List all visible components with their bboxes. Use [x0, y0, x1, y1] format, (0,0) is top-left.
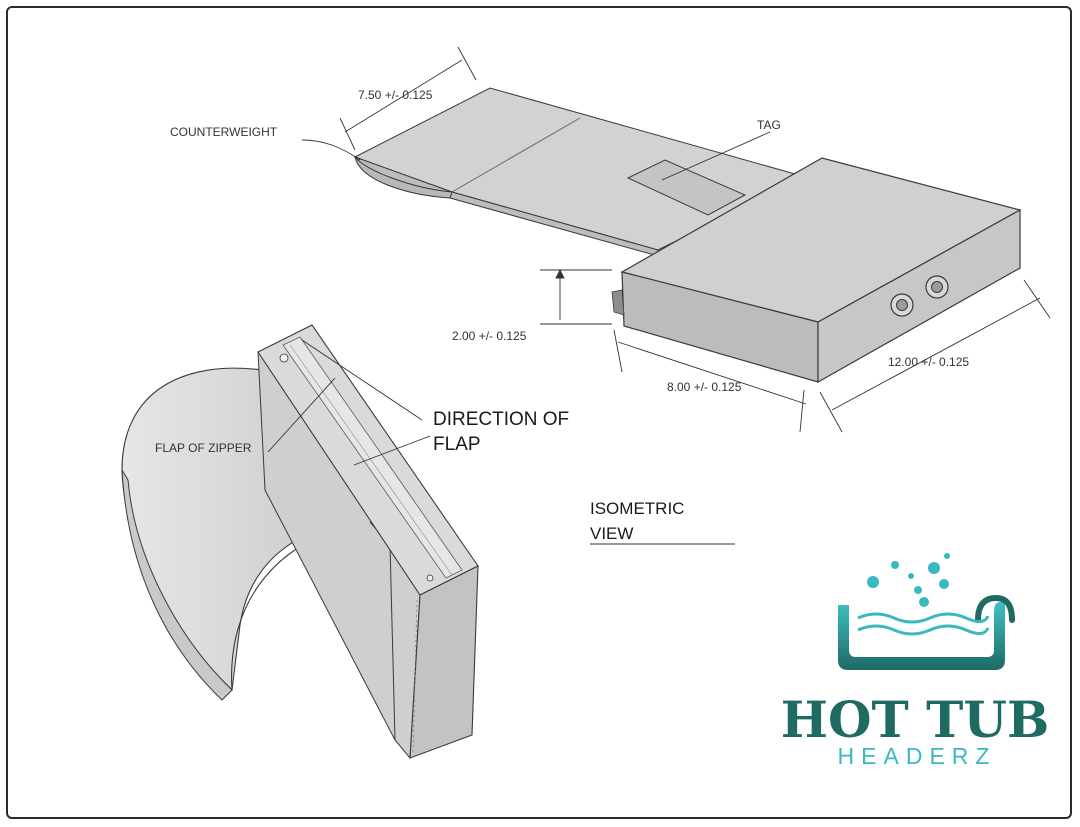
box-right-face [817, 208, 1021, 384]
box-underside-tab [611, 289, 625, 316]
width-dimension: 7.50 +/- 0.125 [358, 88, 433, 102]
tube-lower-body [121, 469, 233, 701]
depth-dimension: 8.00 +/- 0.125 [667, 380, 742, 394]
direction-leader-1 [301, 339, 423, 421]
flap-assembly [353, 87, 1022, 384]
tub-icon [838, 602, 1005, 670]
zipper-leader [267, 377, 336, 453]
flap-of-zipper-label: FLAP OF ZIPPER [155, 441, 252, 455]
direction-label-line1: DIRECTION OF [433, 409, 569, 430]
logo-sub-text: HEADERZ [838, 743, 997, 769]
direction-label-line2: FLAP [433, 434, 481, 455]
faucet-icon [975, 594, 1015, 623]
drawing-frame [6, 6, 1072, 819]
bubble-icon [867, 553, 950, 607]
water-wave-icon [857, 612, 990, 624]
hot-tub-headerz-logo: HOT TUB HEADERZ [781, 553, 1049, 769]
length-dimension: 12.00 +/- 0.125 [888, 355, 969, 369]
fitting-1 [890, 293, 914, 317]
height-dimension: 2.00 +/- 0.125 [452, 329, 527, 343]
water-wave-icon-2 [857, 624, 990, 636]
zipper-part [121, 324, 735, 760]
counterweight-edge [354, 156, 453, 199]
isometric-label-line1: ISOMETRIC [590, 499, 684, 518]
fitting-2 [925, 275, 949, 299]
dimension-lines [301, 46, 1051, 433]
flap-fold-line [451, 117, 581, 193]
tag-label: TAG [757, 118, 781, 132]
isometric-label-line2: VIEW [590, 524, 633, 543]
counterweight-label: COUNTERWEIGHT [170, 125, 278, 139]
logo-main-text: HOT TUB [781, 690, 1049, 749]
block-end-face [409, 565, 479, 759]
tag-shape [626, 159, 747, 216]
direction-leader-2 [353, 435, 431, 466]
